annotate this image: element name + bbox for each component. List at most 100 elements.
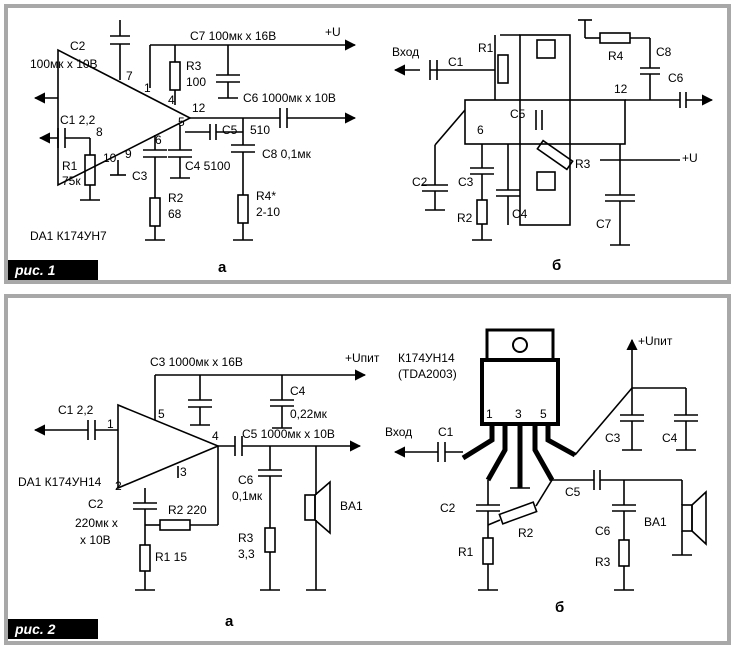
label-p10: 10 (103, 151, 117, 165)
fig2-pkg-speaker (681, 504, 693, 532)
wire-segment (139, 544, 151, 572)
wire-segment (434, 109, 466, 146)
wire-segment (599, 32, 631, 44)
label-plus-u: +U (325, 25, 341, 39)
fig1-heatsink (519, 34, 571, 226)
wire-segment (314, 480, 331, 535)
figure-2-tag: рис. 2 (14, 621, 56, 637)
label-r1v: 75к (62, 174, 81, 188)
label-c8: C8 0,1мк (262, 147, 312, 161)
fig1-chip-label: DA1 К174УН7 (30, 229, 107, 243)
label-c5: C5 (565, 485, 581, 499)
fig2-speaker (304, 494, 316, 521)
fig2-chip-label: DA1 К174УН14 (18, 475, 102, 489)
label-r2: R2 (518, 526, 534, 540)
label-r2: R2 220 (168, 503, 207, 517)
wire-segment (461, 424, 495, 461)
label-c2: C2 (70, 39, 86, 53)
label-ba1: BA1 (644, 515, 667, 529)
label-c2v2: x 10В (80, 533, 111, 547)
wire-segment (574, 387, 633, 456)
figure-2-tag-bg (8, 619, 98, 639)
wire-segment (512, 337, 528, 353)
label-vhod: Вход (385, 425, 412, 439)
label-pin3: 3 (515, 407, 522, 421)
figure-1-tag: рис. 1 (14, 262, 56, 278)
wire-segment (485, 328, 555, 362)
figure-1-tag-bg (8, 260, 98, 280)
label-c5: C5 1000мк x 10В (242, 427, 335, 441)
wire-segment (264, 527, 276, 553)
label-c1: C1 2,2 (58, 403, 94, 417)
label-r2v: 68 (168, 207, 182, 221)
label-c2: C2 (412, 175, 428, 189)
fig1-chip-body (464, 99, 626, 145)
wire-segment (487, 519, 501, 526)
label-p12: 12 (614, 82, 628, 96)
label-p1: 1 (144, 81, 151, 95)
label-r3: R3 (238, 531, 254, 545)
label-p2: 2 (115, 479, 122, 493)
fig2-pkg-r2 (498, 501, 538, 525)
label-c6: C6 (668, 71, 684, 85)
label-name1: К174УН14 (398, 351, 455, 365)
label-c4: C4 (290, 384, 306, 398)
label-p4: 4 (212, 429, 219, 443)
label-c4: C4 (512, 207, 528, 221)
label-plus-u: +Uпит (345, 351, 380, 365)
fig1-r3 (536, 139, 574, 171)
label-r2: R2 (168, 191, 184, 205)
label-plus-u: +Uпит (638, 334, 673, 348)
fig2-schematic-a: C3 1000мк x 16В +Uпит C4 0,22мк C1 2,2 C… (18, 351, 380, 630)
label-p6: 6 (155, 133, 162, 147)
label-ba1: BA1 (340, 499, 363, 513)
wire-segment (536, 171, 556, 191)
label-c3: C3 1000мк x 16В (150, 355, 243, 369)
label-p3: 3 (180, 465, 187, 479)
wire-segment (482, 537, 494, 565)
label-pin5: 5 (540, 407, 547, 421)
label-r3v: 3,3 (238, 547, 255, 561)
label-p5: 5 (158, 407, 165, 421)
label-p1: 1 (107, 417, 114, 431)
label-c4: C4 (662, 431, 678, 445)
label-r3: R3 (595, 555, 611, 569)
label-pin1: 1 (486, 407, 493, 421)
wire-segment (545, 424, 577, 458)
fig2-part-b: б (555, 599, 564, 616)
label-r1: R1 (458, 545, 474, 559)
wire-segment (535, 479, 553, 507)
label-r2: R2 (457, 211, 473, 225)
label-r3v: 100 (186, 75, 206, 89)
label-c8: C8 (656, 45, 672, 59)
label-plus-u: +U (682, 151, 698, 165)
label-r1: R1 15 (155, 550, 187, 564)
fig2-part-a: а (225, 613, 234, 630)
label-c7: C7 (596, 217, 612, 231)
fig2-package-b: К174УН14 (TDA2003) +Uпит Вход C1 C2 C3 C… (385, 328, 707, 616)
label-p8: 8 (96, 125, 103, 139)
wire-segment (618, 539, 630, 567)
label-r4v: 2-10 (256, 205, 280, 219)
label-c2: C2 (440, 501, 456, 515)
wire-segment (476, 199, 488, 225)
wire-segment (485, 424, 508, 482)
fig1-r1 (497, 54, 509, 84)
label-c6: C6 1000мк x 10В (243, 91, 336, 105)
label-p7: 7 (126, 69, 133, 83)
label-c2: C2 (88, 497, 104, 511)
label-c5v: 510 (250, 123, 270, 137)
wire-segment (536, 39, 556, 59)
label-c4v: 0,22мк (290, 407, 328, 421)
wire-segment (532, 424, 555, 482)
label-r3: R3 (575, 157, 591, 171)
label-p12: 12 (192, 101, 206, 115)
figure-2: рис. 2 (4, 294, 731, 645)
label-c1: C1 (438, 425, 454, 439)
label-vhod: Вход (392, 45, 419, 59)
label-r1: R1 (478, 41, 494, 55)
fig1-schematic-a: C2 100мк x 10В C7 100мк x 16В +U R3 100 … (30, 20, 357, 276)
label-c2v1: 220мк x (75, 516, 118, 530)
opamp-da1 (57, 48, 192, 187)
